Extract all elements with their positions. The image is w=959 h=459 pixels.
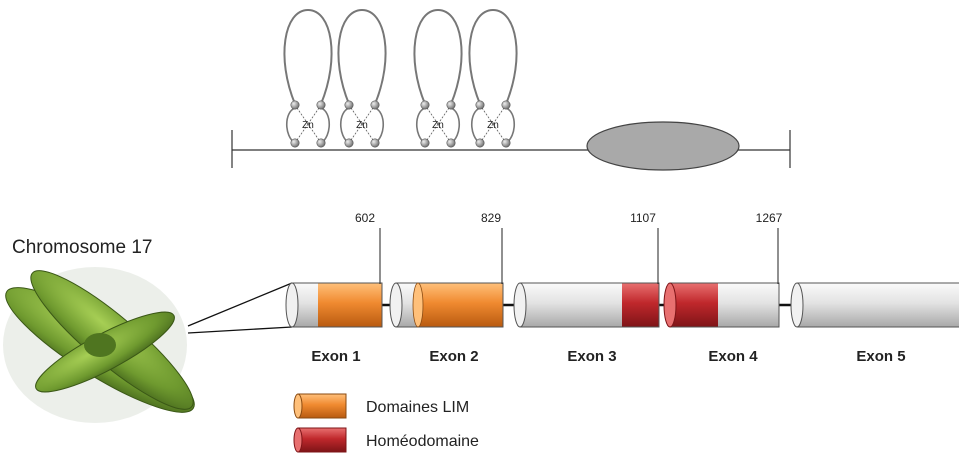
- zinc-finger-side-loop: [374, 107, 385, 144]
- exon-5: [790, 282, 959, 328]
- cysteine-ball: [316, 138, 326, 148]
- zoom-line-top: [187, 282, 293, 327]
- exon-2-lim-cap: [412, 282, 424, 328]
- exon-label: Exon 2: [429, 348, 478, 365]
- zinc-finger-loop: [468, 8, 518, 105]
- position-label: 602: [355, 211, 375, 225]
- exon-4-body: [718, 283, 779, 327]
- exon-1: [285, 282, 383, 328]
- cysteine-ball: [344, 138, 354, 148]
- legend-label-homeodomain: Homéodomaine: [366, 433, 479, 450]
- cysteine-ball: [501, 138, 511, 148]
- exon-label: Exon 4: [708, 348, 758, 365]
- exon-2-lim-domain: [418, 283, 503, 327]
- cysteine-ball: [370, 138, 380, 148]
- exon-label: Exon 5: [856, 348, 905, 365]
- zinc-label: Zn: [302, 120, 314, 131]
- cysteine-ball: [501, 100, 511, 110]
- zinc-finger-side-loop: [415, 107, 426, 144]
- gene-structure: [285, 282, 959, 328]
- cysteine-ball: [370, 100, 380, 110]
- zinc-finger-loop: [337, 8, 387, 105]
- legend-label-lim: Domaines LIM: [366, 399, 469, 416]
- exon-1-cap: [285, 282, 299, 328]
- position-markers: 602 829 1107 1267: [355, 211, 783, 284]
- legend: Domaines LIM Homéodomaine: [293, 393, 479, 453]
- exon-label: Exon 1: [311, 348, 360, 365]
- cysteine-ball: [475, 100, 485, 110]
- exon-label: Exon 3: [567, 348, 616, 365]
- protein-schematic: Zn Zn Zn Zn: [231, 8, 791, 171]
- exon-2-cap: [389, 282, 403, 328]
- exon-5-body: [797, 283, 959, 327]
- chromosome-image: [3, 267, 195, 423]
- exon-2: [389, 282, 504, 328]
- exon-3: [513, 282, 660, 328]
- zinc-finger-side-loop: [470, 107, 481, 144]
- cysteine-ball: [290, 138, 300, 148]
- zinc-finger-side-loop: [339, 107, 350, 144]
- exon-5-cap: [790, 282, 804, 328]
- cysteine-ball: [344, 100, 354, 110]
- exon-4: [663, 282, 780, 328]
- zinc-finger-loop: [283, 8, 333, 105]
- cysteine-ball: [420, 138, 430, 148]
- zoom-line-bottom: [187, 326, 293, 334]
- exon-3-body: [520, 283, 622, 327]
- zinc-label: Zn: [487, 120, 499, 131]
- zinc-finger-side-loop: [450, 107, 461, 144]
- zinc-finger-side-loop: [285, 107, 296, 144]
- zinc-finger-loop: [413, 8, 463, 105]
- exon-3-cap: [513, 282, 527, 328]
- cysteine-ball: [290, 100, 300, 110]
- position-label: 1107: [630, 211, 656, 225]
- zinc-label: Zn: [356, 120, 368, 131]
- chromosome-title: Chromosome 17: [12, 237, 152, 258]
- cysteine-ball: [446, 138, 456, 148]
- zinc-fingers: Zn Zn Zn Zn: [283, 8, 518, 148]
- position-label: 1267: [756, 211, 783, 225]
- position-label: 829: [481, 211, 501, 225]
- cysteine-ball: [446, 100, 456, 110]
- exon-4-cap: [663, 282, 677, 328]
- cysteine-ball: [420, 100, 430, 110]
- exon-labels: Exon 1 Exon 2 Exon 3 Exon 4 Exon 5: [311, 348, 905, 365]
- exon-1-lim-domain: [318, 283, 382, 327]
- zinc-finger-side-loop: [505, 107, 516, 144]
- homeodomain-oval: [586, 121, 740, 171]
- exon-4-homeodomain: [670, 283, 718, 327]
- centromere: [84, 333, 116, 357]
- legend-swatch-homeodomain: [293, 427, 347, 453]
- zinc-finger-side-loop: [320, 107, 331, 144]
- legend-swatch-lim: [293, 393, 347, 419]
- zinc-label: Zn: [432, 120, 444, 131]
- cysteine-ball: [475, 138, 485, 148]
- exon-3-homeodomain: [622, 283, 659, 327]
- cysteine-ball: [316, 100, 326, 110]
